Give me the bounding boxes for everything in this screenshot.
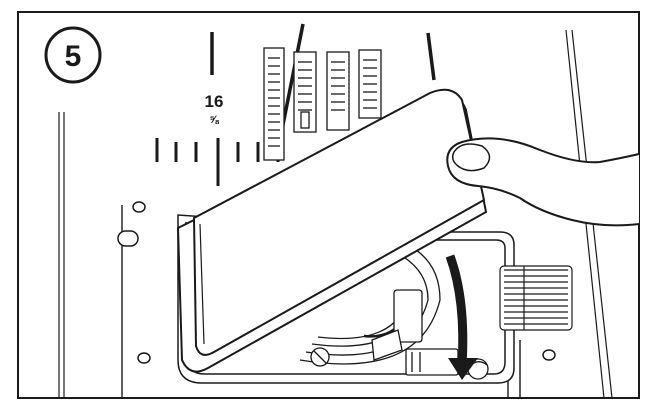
step-badge: 5 xyxy=(44,26,102,84)
hand-icon xyxy=(446,137,640,227)
screw-hole-lower-right xyxy=(542,349,556,361)
cover-top xyxy=(192,88,486,356)
fingernail xyxy=(451,143,491,172)
seam-guide-5-8: ⅝ xyxy=(209,114,219,126)
plate-holes xyxy=(117,174,575,364)
feed-dog-1 xyxy=(263,47,285,161)
cover-inner-line xyxy=(199,223,205,345)
curved-down-arrow-icon xyxy=(445,254,478,380)
screw-hole-upper-left xyxy=(132,201,146,213)
left-guide-lines xyxy=(58,112,65,398)
feed-dog-2 xyxy=(293,51,317,133)
step-number: 5 xyxy=(65,40,82,73)
bobbin-cover xyxy=(176,88,488,373)
feed-dog-3 xyxy=(326,51,350,131)
seam-guide-16: 16 xyxy=(205,92,224,111)
thread-cutter xyxy=(405,348,459,376)
slot-hole-left xyxy=(117,230,139,247)
ridged-knob xyxy=(499,265,573,331)
feed-dogs xyxy=(263,47,382,161)
feed-dog-4 xyxy=(358,49,382,119)
screw-hole-lower-left xyxy=(137,352,151,364)
